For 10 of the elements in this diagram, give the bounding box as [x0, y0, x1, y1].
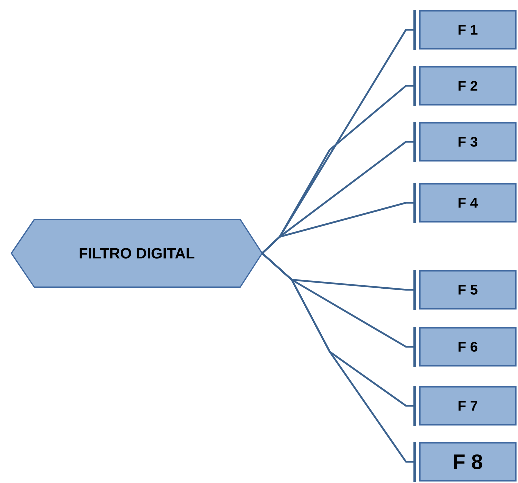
filter-box: F 2 — [419, 66, 517, 106]
filter-box: F 1 — [419, 10, 517, 50]
filter-box: F 8 — [419, 442, 517, 482]
filter-box: F 7 — [419, 386, 517, 426]
connector — [262, 183, 416, 254]
filter-box: F 6 — [419, 327, 517, 367]
filter-box: F 4 — [419, 183, 517, 223]
filter-box: F 3 — [419, 122, 517, 162]
connector — [262, 252, 416, 482]
filter-box: F 5 — [419, 270, 517, 310]
